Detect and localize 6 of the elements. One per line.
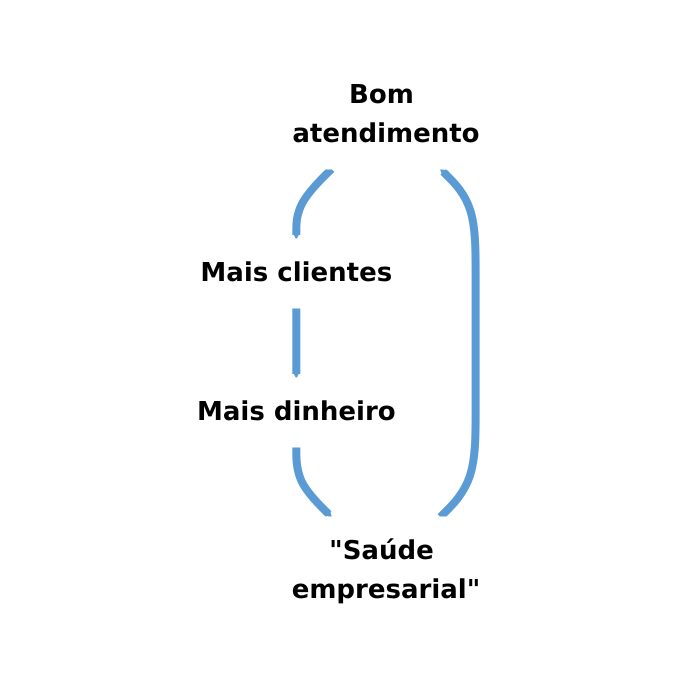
node-text: Mais dinheiro — [197, 396, 396, 427]
node-text: Bom atendimento — [292, 80, 480, 150]
node-text: "Saúde empresarial" — [292, 536, 480, 605]
arrow — [292, 447, 332, 518]
arrow — [292, 308, 301, 378]
node-text: Mais clientes — [200, 258, 392, 288]
